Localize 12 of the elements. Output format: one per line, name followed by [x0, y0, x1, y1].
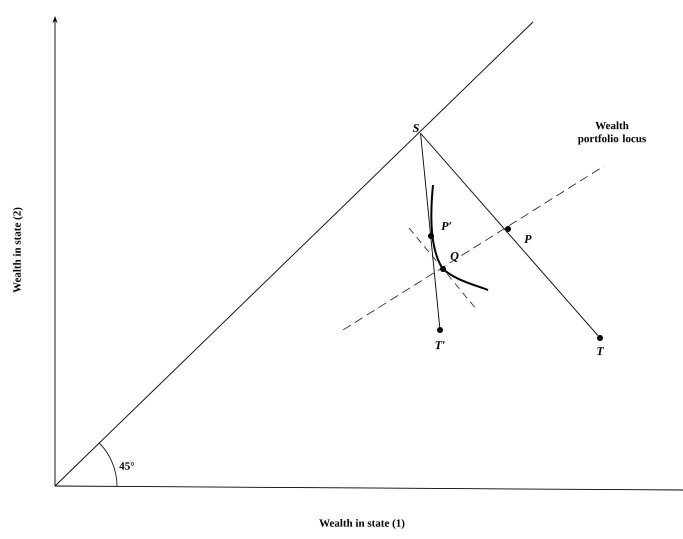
point-label: S	[412, 124, 419, 132]
point-label: T′	[436, 341, 445, 350]
point-label: Q	[450, 252, 459, 262]
locus-label: Wealth portfolio locus	[578, 122, 646, 144]
point-label: T	[597, 347, 604, 356]
angle-label: 45°	[119, 462, 134, 470]
axis-label: Wealth in state (1)	[319, 519, 404, 529]
point-label: P	[524, 235, 532, 243]
line-segment	[420, 132, 598, 336]
point-label: P′	[441, 222, 452, 230]
line-segment	[420, 132, 440, 328]
axis-label: Wealth in state (2)	[13, 208, 23, 293]
